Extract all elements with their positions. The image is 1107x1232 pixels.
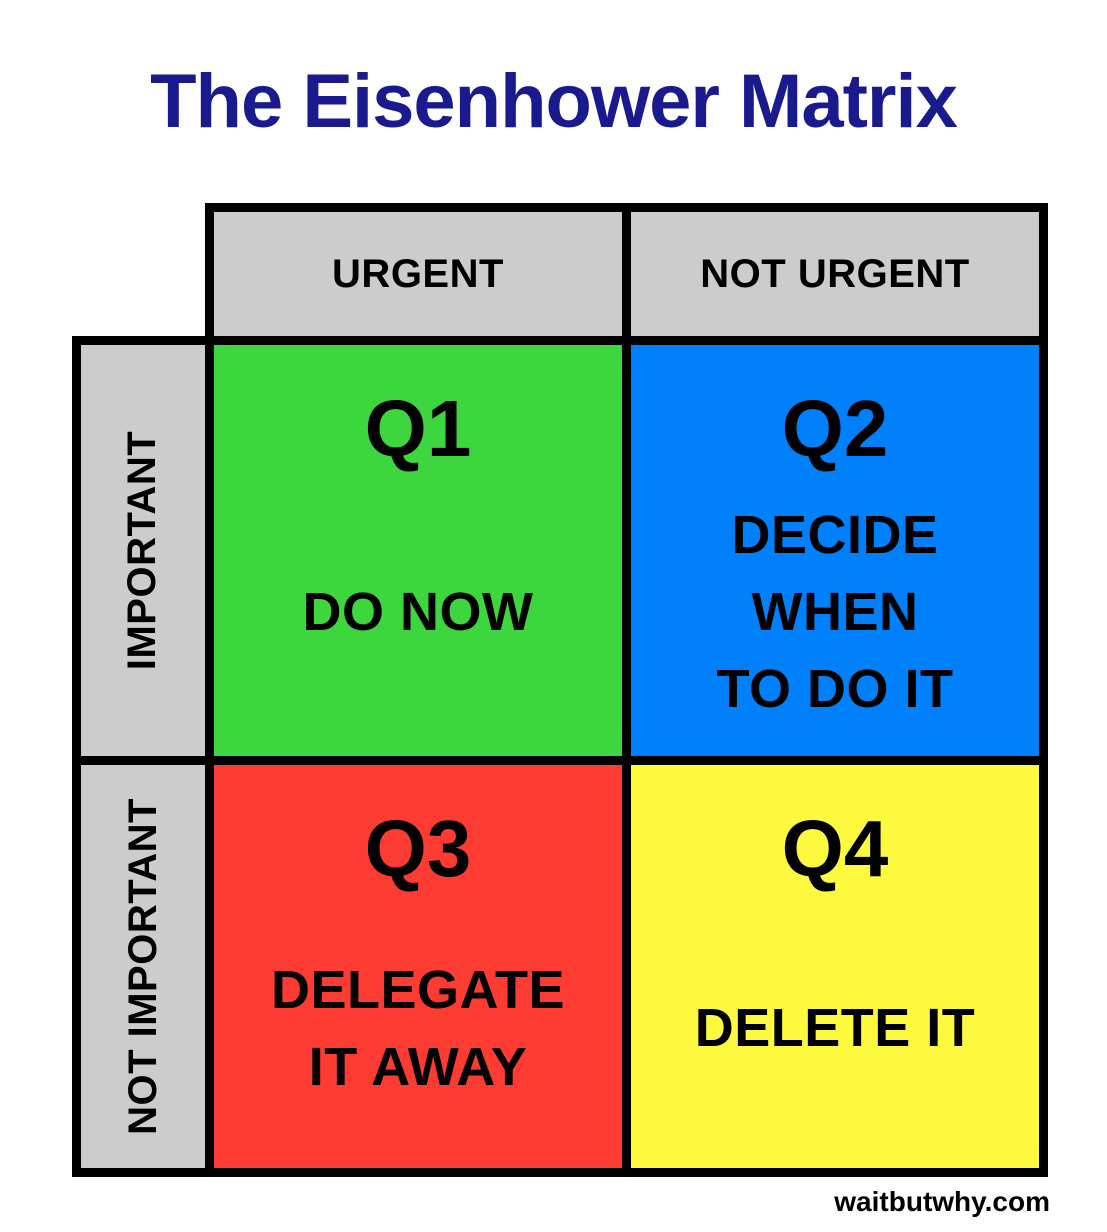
eisenhower-matrix: URGENT NOT URGENT IMPORTANT Q1 DO NOW Q2…: [72, 203, 1048, 1177]
quadrant-q4: Q4 DELETE IT: [631, 765, 1039, 1168]
quadrant-q2-label: Q2: [781, 384, 889, 473]
quadrant-q1-label: Q1: [364, 384, 472, 473]
column-header-urgent: URGENT: [214, 212, 622, 336]
column-header-not-urgent: NOT URGENT: [631, 212, 1039, 336]
quadrant-q1: Q1 DO NOW: [214, 345, 622, 756]
row-header-important: IMPORTANT: [81, 345, 205, 756]
quadrant-q4-label: Q4: [781, 804, 889, 893]
quadrant-q3-label: Q3: [364, 804, 472, 893]
column-header-not-urgent-label: NOT URGENT: [700, 251, 970, 296]
quadrant-q4-action: DELETE IT: [694, 998, 976, 1059]
quadrant-q1-action-wrap: DO NOW: [303, 469, 534, 756]
quadrant-q3-action: DELEGATE IT AWAY: [270, 959, 565, 1097]
corner-cell: [72, 203, 205, 336]
quadrant-q3-action-wrap: DELEGATE IT AWAY: [271, 889, 565, 1168]
page-title: The Eisenhower Matrix: [150, 59, 958, 144]
quadrant-q4-action-wrap: DELETE IT: [695, 889, 976, 1168]
quadrant-q2-action: DECIDE WHEN TO DO IT: [716, 505, 954, 719]
row-header-important-label: IMPORTANT: [120, 430, 165, 671]
column-header-urgent-label: URGENT: [332, 251, 504, 296]
quadrant-q2: Q2 DECIDE WHEN TO DO IT: [631, 345, 1039, 756]
quadrant-q1-action: DO NOW: [302, 582, 534, 643]
row-header-not-important: NOT IMPORTANT: [81, 765, 205, 1168]
quadrant-q2-action-wrap: DECIDE WHEN TO DO IT: [716, 469, 953, 756]
quadrant-q3: Q3 DELEGATE IT AWAY: [214, 765, 622, 1168]
footer-site-credit: waitbutwhy.com: [834, 1186, 1050, 1217]
row-header-not-important-label: NOT IMPORTANT: [120, 798, 165, 1135]
